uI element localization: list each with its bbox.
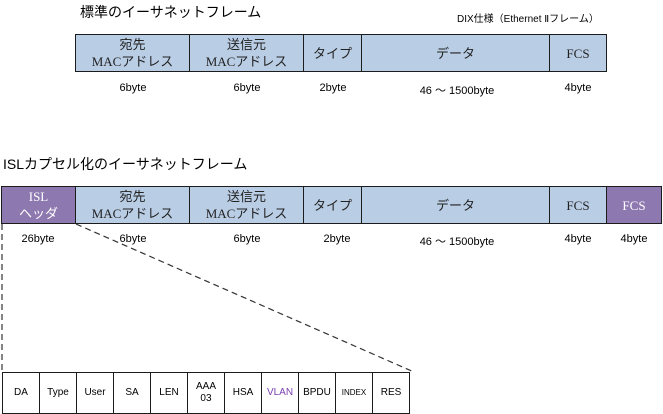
isl-field: Type <box>39 372 77 414</box>
size-label: 46 ～ 1500byte <box>419 85 495 97</box>
field-isl-header: ISL ヘッダ <box>1 186 76 224</box>
field-dest-mac: 宛先 MACアドレス <box>75 186 190 224</box>
size-label: 4byte <box>564 82 592 94</box>
isl-frame-title: ISLカプセル化のイーサネットフレーム <box>3 156 248 172</box>
size-label: 4byte <box>620 233 648 245</box>
isl-field-vlan: VLAN <box>261 372 299 414</box>
isl-header-fields: DA Type User SA LEN AAA 03 HSA VLAN BPDU… <box>2 372 410 414</box>
field-fcs: FCS <box>549 186 607 224</box>
dix-spec-note: DIX仕様（Ethernet Ⅱフレーム） <box>457 14 599 25</box>
field-label: 送信元 <box>226 37 266 52</box>
field-fcs: FCS <box>549 34 607 72</box>
size-label: 6byte <box>119 82 147 94</box>
field-src-mac: 送信元 MACアドレス <box>189 186 304 224</box>
size-label: 2byte <box>319 82 347 94</box>
field-label-line2: MACアドレス <box>205 206 288 221</box>
isl-field: User <box>76 372 114 414</box>
isl-field: DA <box>2 372 40 414</box>
field-label: ISL <box>28 189 49 204</box>
size-label: 6byte <box>233 233 261 245</box>
field-label: タイプ <box>312 197 352 213</box>
field-label: FCS <box>566 45 590 61</box>
isl-field: HSA <box>224 372 262 414</box>
isl-field: LEN <box>150 372 188 414</box>
field-label-line2: MACアドレス <box>205 54 288 69</box>
field-dest-mac: 宛先 MACアドレス <box>75 34 190 72</box>
isl-field: AAA 03 <box>187 372 225 414</box>
isl-field: INDEX <box>335 372 373 414</box>
isl-field: SA <box>113 372 151 414</box>
field-label: データ <box>435 197 475 213</box>
field-type: タイプ <box>303 186 362 224</box>
field-data: データ <box>361 186 550 224</box>
field-isl-fcs: FCS <box>606 186 662 224</box>
field-label: 送信元 <box>226 189 266 204</box>
size-label: 2byte <box>323 233 351 245</box>
size-label: 46 ～ 1500byte <box>419 236 495 248</box>
size-label: 4byte <box>564 233 592 245</box>
field-label-line2: MACアドレス <box>91 206 174 221</box>
field-label-line2: MACアドレス <box>91 54 174 69</box>
standard-frame-title: 標準のイーサネットフレーム <box>80 4 262 20</box>
field-label: FCS <box>566 197 590 213</box>
isl-field: RES <box>372 372 410 414</box>
standard-frame: 宛先 MACアドレス 送信元 MACアドレス タイプ データ FCS <box>75 34 607 72</box>
field-label-line2: ヘッダ <box>18 206 58 221</box>
right-dashed-line <box>75 223 415 373</box>
isl-field: BPDU <box>298 372 336 414</box>
field-label: FCS <box>622 197 646 213</box>
field-src-mac: 送信元 MACアドレス <box>189 34 304 72</box>
field-label: タイプ <box>312 45 352 61</box>
field-label: 宛先 <box>119 189 146 204</box>
size-label: 6byte <box>233 82 261 94</box>
size-label: 26byte <box>21 233 55 245</box>
field-type: タイプ <box>303 34 362 72</box>
field-data: データ <box>361 34 550 72</box>
isl-frame: ISL ヘッダ 宛先 MACアドレス 送信元 MACアドレス タイプ データ F… <box>1 186 662 224</box>
field-label: データ <box>435 45 475 61</box>
size-label: 6byte <box>119 233 147 245</box>
field-label: 宛先 <box>119 37 146 52</box>
